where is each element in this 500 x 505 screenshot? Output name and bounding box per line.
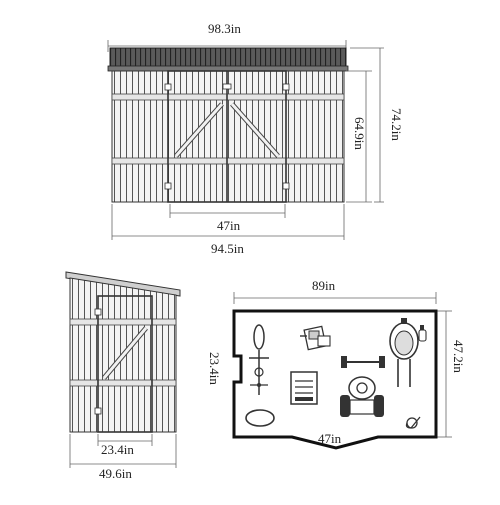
side-view: 23.4in 49.6in: [65, 271, 181, 481]
overall-height-label: 74.2in: [389, 108, 404, 141]
plan-door-front-label: 47in: [318, 431, 342, 446]
hinge-icon: [164, 83, 172, 91]
garden-hose-icon: [405, 416, 421, 429]
cabinet-icon: [290, 371, 318, 405]
side-depth-dimension: 49.6in: [69, 434, 177, 481]
bicycle-icon: [249, 324, 269, 395]
upper-rail: [111, 93, 345, 101]
floor-outline: [232, 309, 438, 450]
overall-height-dimension: 74.2in: [350, 47, 404, 203]
side-door-dimension: 23.4in: [97, 434, 153, 457]
plan-depth-dimension: 47.2in: [436, 310, 466, 438]
floor-plan: 89in 47.2in 47in 23.4in: [207, 278, 466, 450]
tractor-mower-icon: [340, 356, 385, 417]
side-depth-label: 49.6in: [99, 466, 132, 481]
lower-rail: [111, 157, 345, 165]
plan-depth-label: 47.2in: [451, 340, 466, 373]
door-width-dimension: 47in: [169, 204, 286, 233]
hinge-icon: [282, 83, 290, 91]
kiddie-pool-icon: [245, 409, 275, 427]
side-door: [97, 295, 153, 433]
overall-width-label: 98.3in: [208, 21, 241, 36]
overall-width-dimension: 98.3in: [107, 21, 347, 52]
front-view: 98.3in 47in: [107, 21, 404, 256]
wheelbarrow-icon: [389, 318, 419, 387]
hinge-icon: [94, 308, 102, 316]
base-width-label: 94.5in: [211, 241, 244, 256]
hinge-icon: [94, 407, 102, 415]
latch-icon: [222, 83, 232, 90]
roof: [109, 47, 347, 69]
wall-height-label: 64.9in: [352, 117, 367, 150]
side-door-width-label: 23.4in: [101, 442, 134, 457]
front-wall: [111, 70, 345, 203]
hinge-icon: [164, 182, 172, 190]
lawn-mower-icon: [300, 325, 331, 351]
door-width-label: 47in: [217, 218, 241, 233]
base-width-dimension: 94.5in: [111, 204, 345, 256]
spray-bottle-icon: [418, 325, 427, 342]
plan-width-dimension: 89in: [233, 278, 437, 304]
plan-width-label: 89in: [312, 278, 336, 293]
side-roof: [65, 271, 181, 297]
hinge-icon: [282, 182, 290, 190]
plan-door-side-label: 23.4in: [207, 352, 222, 385]
wall-height-dimension: 64.9in: [346, 70, 372, 203]
